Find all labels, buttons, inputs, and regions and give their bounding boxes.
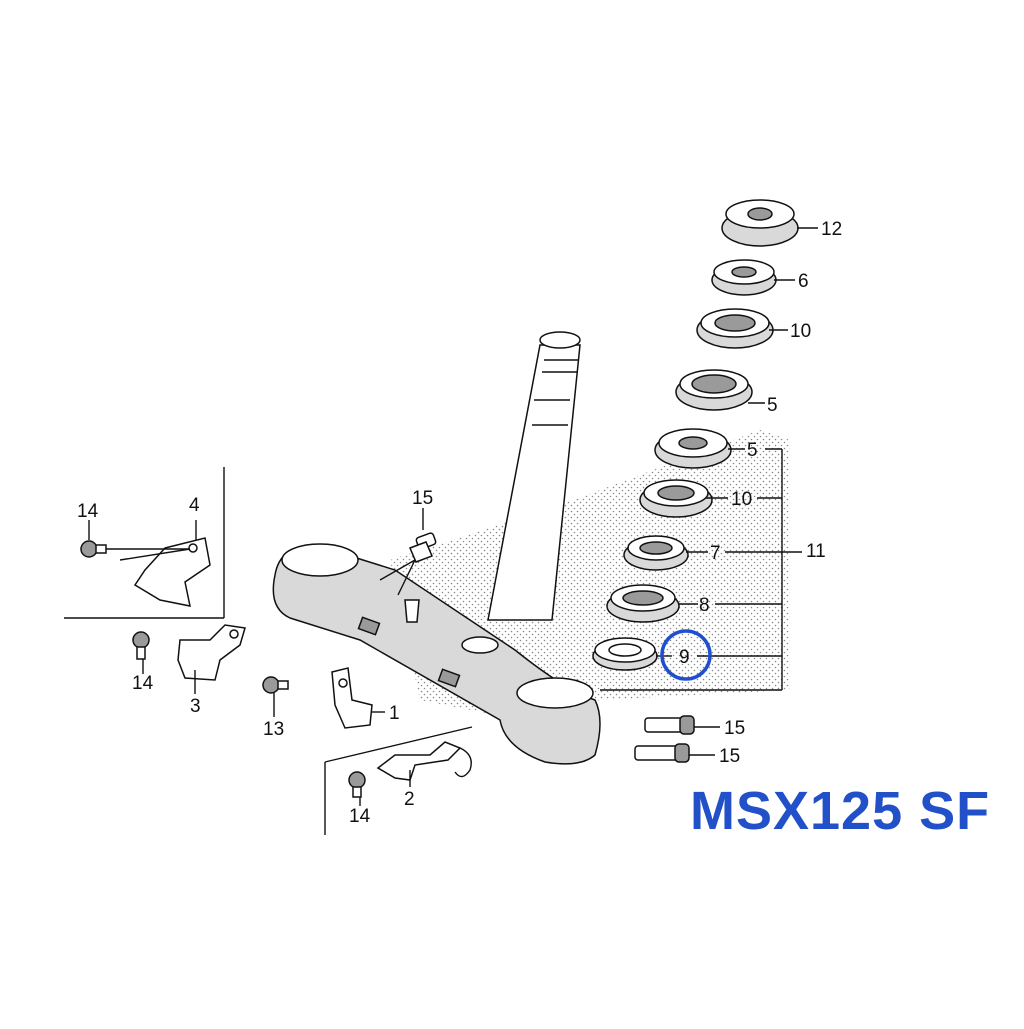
part-10-bearing-top <box>696 308 774 349</box>
label-9: 9 <box>679 647 690 668</box>
label-12: 12 <box>821 219 842 240</box>
label-2: 2 <box>404 789 415 810</box>
label-13: 13 <box>263 719 284 740</box>
part-9-washer <box>592 637 658 671</box>
part-1-bracket <box>331 667 373 729</box>
label-15-right-b: 15 <box>719 746 740 767</box>
part-8-seal <box>606 584 680 623</box>
bolt-15-right-a <box>644 715 695 735</box>
label-6: 6 <box>798 271 809 292</box>
part-5-race-top <box>675 369 753 411</box>
label-14-mid: 14 <box>132 673 154 694</box>
label-10-top: 10 <box>790 321 811 342</box>
label-1: 1 <box>389 703 400 724</box>
part-3-clamp <box>177 624 246 681</box>
label-3: 3 <box>190 696 201 717</box>
part-12-nut <box>721 199 799 247</box>
part-2-clip <box>376 741 472 781</box>
bolt-14-mid <box>132 631 150 660</box>
bolt-14-top <box>80 540 107 558</box>
label-8: 8 <box>699 595 710 616</box>
label-11: 11 <box>806 541 826 562</box>
label-7: 7 <box>710 543 721 564</box>
part-7-race <box>623 535 689 571</box>
bolt-15-top <box>379 532 437 596</box>
part-6-washer <box>711 259 777 296</box>
label-10-bottom: 10 <box>731 489 752 510</box>
inset-panel-left <box>64 467 225 619</box>
label-5-top: 5 <box>767 395 778 416</box>
part-5-race-bottom <box>654 428 732 469</box>
bolt-15-right-b <box>634 743 690 763</box>
leader-lines <box>88 227 818 806</box>
bolt-13 <box>262 676 289 694</box>
label-5-bottom: 5 <box>747 440 758 461</box>
label-15-right-a: 15 <box>724 718 745 739</box>
label-14-bottom: 14 <box>349 806 371 827</box>
part-4-bracket <box>105 537 211 607</box>
bolt-14-bottom <box>348 771 366 798</box>
inset-panel-bottom <box>324 726 473 835</box>
steering-stem-tube <box>487 331 581 621</box>
lower-fork-bridge <box>272 543 601 765</box>
model-title: MSX125 SF <box>690 781 991 841</box>
part-10-bearing-bottom <box>639 479 713 518</box>
label-4: 4 <box>189 495 200 516</box>
label-14-top: 14 <box>77 501 99 522</box>
label-15-top: 15 <box>412 488 433 509</box>
highlight-circle <box>660 629 712 681</box>
